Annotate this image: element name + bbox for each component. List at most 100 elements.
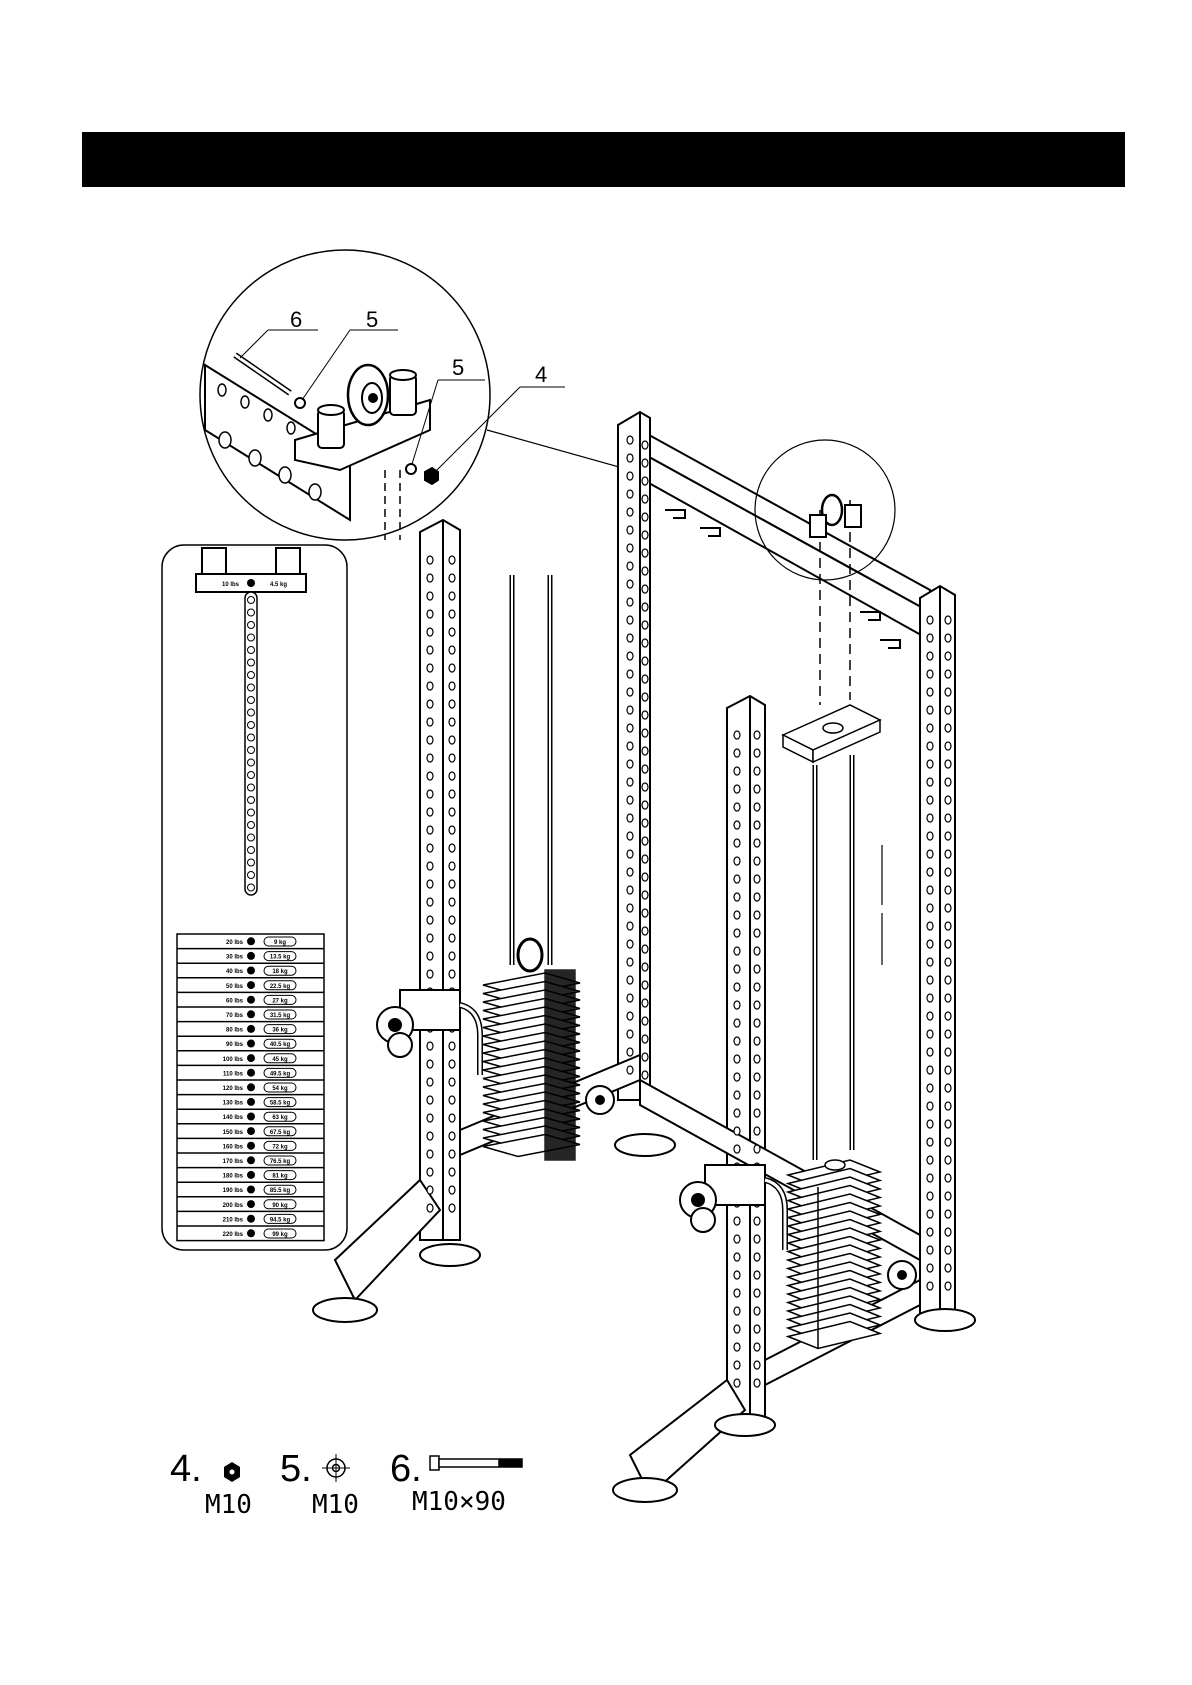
weight-row-lbs: 140 lbs (223, 1115, 244, 1121)
upright-hole (426, 1095, 434, 1105)
upright-hole (733, 1234, 741, 1244)
upright-hole (753, 982, 761, 992)
upright-hole (753, 1216, 761, 1226)
upright-hole (733, 730, 741, 740)
upright-hole (944, 633, 952, 643)
weight-row-lbs: 110 lbs (223, 1071, 244, 1077)
part-4-number: 4. (170, 1448, 202, 1490)
upright-hole (641, 620, 649, 630)
upright-hole (733, 1126, 741, 1136)
upright-hole (944, 1065, 952, 1075)
upright-hole (733, 802, 741, 812)
upright-hole (448, 789, 456, 799)
upright-hole (944, 669, 952, 679)
upright-hole (733, 964, 741, 974)
upright-hole (926, 1281, 934, 1291)
weight-row-lbs: 120 lbs (223, 1086, 244, 1092)
upright-hole (944, 813, 952, 823)
upright-hole (944, 741, 952, 751)
upright-hole (426, 1113, 434, 1123)
upright-hole (926, 633, 934, 643)
upright-hole (448, 771, 456, 781)
upright-hole (944, 759, 952, 769)
upright-hole (626, 507, 634, 517)
weight-row-kg-pill (263, 1111, 297, 1122)
stem-hole (247, 883, 255, 892)
upright-hole (626, 957, 634, 967)
upright-hole (926, 1083, 934, 1093)
upright-hole (626, 471, 634, 481)
upright-hole (426, 717, 434, 727)
upright-hole (926, 1263, 934, 1273)
upright-hole (426, 843, 434, 853)
upright-hole (626, 993, 634, 1003)
upright-hole (641, 530, 649, 540)
upright-hole (753, 946, 761, 956)
weight-row-lbs: 60 lbs (226, 998, 244, 1004)
upright-hole (448, 555, 456, 565)
weight-row-kg-pill (263, 1228, 297, 1239)
upright-hole (626, 1011, 634, 1021)
upright-hole (733, 1306, 741, 1316)
detail-marker-circle (754, 439, 896, 581)
weight-row-kg-pill (263, 936, 297, 947)
upright-hole (448, 843, 456, 853)
upright-hole (944, 957, 952, 967)
upright-hole (733, 838, 741, 848)
upright-hole (753, 874, 761, 884)
upright-hole (753, 1126, 761, 1136)
weight-row-kg: 49.5 kg (270, 1071, 291, 1077)
upright-hole (733, 1360, 741, 1370)
upright-hole (926, 1029, 934, 1039)
upright-hole (753, 802, 761, 812)
upright-hole (944, 705, 952, 715)
upright-hole (926, 975, 934, 985)
weight-row-pin (247, 1010, 255, 1019)
upright-hole (641, 1016, 649, 1026)
weight-row-kg: 90 kg (272, 1203, 288, 1209)
upright-hole (753, 730, 761, 740)
beam-holes-detail (217, 383, 322, 501)
weight-row-kg-pill (263, 1038, 297, 1049)
upright-hole (641, 692, 649, 702)
upright-hole (641, 548, 649, 558)
weight-row-kg-pill (263, 1140, 297, 1151)
upright-hole (733, 1144, 741, 1154)
upright-hole (626, 849, 634, 859)
upright-hole (426, 915, 434, 925)
upright-hole (926, 939, 934, 949)
upright-hole (626, 795, 634, 805)
upright-hole (926, 759, 934, 769)
selector-right-label: 4.5 kg (270, 582, 287, 588)
stem-hole (247, 733, 255, 742)
stem-hole (247, 608, 255, 617)
upright-hole (641, 602, 649, 612)
parts-list: 4. M10 5. M10 6. M10×90 (165, 1440, 565, 1520)
upright-hole (626, 813, 634, 823)
upright-hole (626, 543, 634, 553)
upright-hole (426, 807, 434, 817)
weight-row-kg: 85.5 kg (270, 1188, 291, 1194)
weight-row-pin (247, 1141, 255, 1150)
callout-5-b: 5 (452, 355, 464, 380)
weight-row-pin (247, 1083, 255, 1092)
stem-hole (247, 858, 255, 867)
upright-hole (641, 494, 649, 504)
weight-row-pin (247, 1156, 255, 1165)
weight-row-kg-pill (263, 1184, 297, 1195)
upright-hole (753, 964, 761, 974)
upright-hole (448, 1113, 456, 1123)
hex-nut-icon (224, 1462, 240, 1482)
upright-hole (926, 1065, 934, 1075)
upright-hole (733, 766, 741, 776)
stem-hole (247, 796, 255, 804)
upright-hole (926, 1119, 934, 1129)
upright-hole (944, 975, 952, 985)
upright-hole (926, 903, 934, 913)
upright-hole (753, 1144, 761, 1154)
upright-hole (926, 723, 934, 733)
upright-hole (448, 1185, 456, 1195)
upright-hole (733, 1324, 741, 1334)
upright-hole (733, 928, 741, 938)
